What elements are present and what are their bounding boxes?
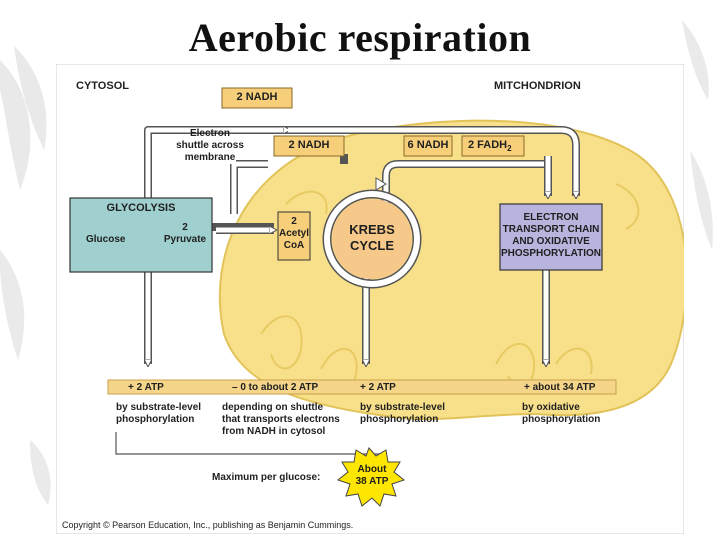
cytosol-label: CYTOSOL xyxy=(76,80,129,92)
atp-yield-band xyxy=(107,379,617,395)
krebs-ring-arrowhead xyxy=(375,177,387,191)
mid-nadh-label: 2 NADH xyxy=(288,139,330,151)
copyright-text: Copyright © Pearson Education, Inc., pub… xyxy=(62,520,354,530)
atp-note-glycolysis: by substrate-level phosphorylation xyxy=(116,402,202,425)
atp-note-krebs: by substrate-level phosphorylation xyxy=(360,402,446,425)
atp-yield-glycolysis: + 2 ATP xyxy=(128,382,164,393)
flow-arrows xyxy=(148,130,576,364)
six-nadh-label: 6 NADH xyxy=(407,139,449,151)
top-nadh-label: 2 NADH xyxy=(236,91,278,103)
krebs-cycle-label: KREBS CYCLE xyxy=(349,222,395,253)
atp-yield-oxidative: + about 34 ATP xyxy=(524,382,596,393)
slide-title: Aerobic respiration xyxy=(188,15,532,60)
aerobic-respiration-diagram: CYTOSOL MITCHONDRION 2 NADH 2 NADH 6 NAD… xyxy=(56,64,684,534)
glycolysis-box xyxy=(69,197,213,273)
krebs-cycle-ring-inner xyxy=(324,191,420,287)
fadh2-box xyxy=(461,135,525,157)
summary-bracket xyxy=(115,432,382,455)
etc-label: ELECTRON TRANSPORT CHAIN AND OXIDATIVE P… xyxy=(500,212,601,259)
pyruvate-label: 2 Pyruvate xyxy=(163,222,207,245)
atp-burst xyxy=(336,447,406,507)
acetyl-coa-box xyxy=(277,211,311,261)
krebs-cycle-core xyxy=(332,199,412,279)
atp-yield-krebs: + 2 ATP xyxy=(360,382,396,393)
nadh-box-six xyxy=(403,135,453,157)
fadh2-label: 2 FADH2 xyxy=(468,139,512,154)
glucose-label: Glucose xyxy=(86,234,126,245)
atp-note-shuttle: depending on shuttle that transports ele… xyxy=(222,402,340,437)
atp-yield-shuttle: – 0 to about 2 ATP xyxy=(232,382,319,393)
maximum-label: Maximum per glucose: xyxy=(212,472,321,483)
burst-label: About 38 ATP xyxy=(355,464,389,487)
acetyl-coa-label: 2 Acetyl CoA xyxy=(278,216,309,251)
nadh-box-top xyxy=(221,87,293,109)
diagram-graphics xyxy=(56,64,684,534)
atp-note-oxidative: by oxidative phosphorylation xyxy=(522,402,601,425)
etc-box xyxy=(499,203,603,271)
glycolysis-title: GLYCOLYSIS xyxy=(106,202,176,214)
mitochondrion-label: MITCHONDRION xyxy=(494,80,581,92)
electron-shuttle-label: Electron shuttle across membrane xyxy=(176,128,244,163)
nadh-box-mid xyxy=(273,135,345,157)
